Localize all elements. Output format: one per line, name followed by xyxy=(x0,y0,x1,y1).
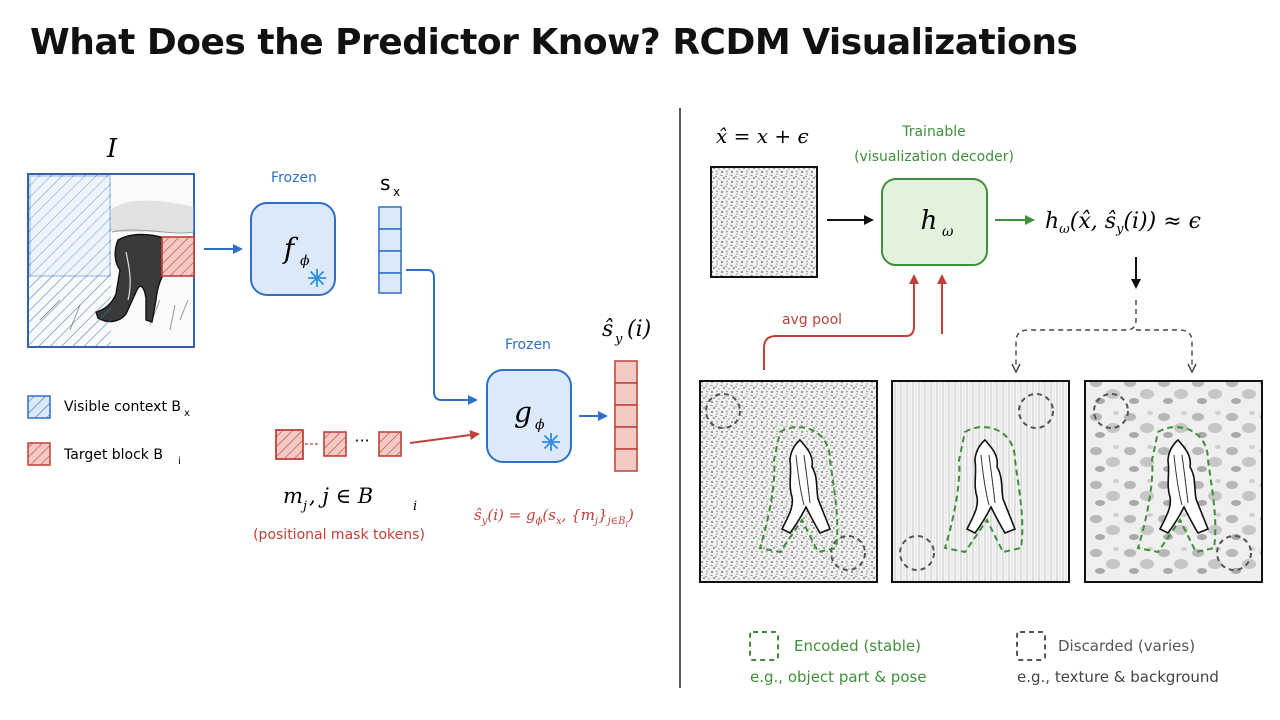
noisy-input-label: x̂ = x + ϵ xyxy=(716,124,809,148)
legend-discarded: Discarded (varies) e.g., texture & backg… xyxy=(1016,631,1219,686)
input-image xyxy=(27,173,195,348)
image-label: I xyxy=(106,134,118,164)
svg-text:Encoded (stable): Encoded (stable) xyxy=(794,637,921,655)
svg-text:ϕ: ϕ xyxy=(300,253,310,269)
noisy-input-image xyxy=(710,166,818,278)
decoder-output-formula: hω(x̂, ŝy(i)) ≈ ϵ xyxy=(1045,209,1201,237)
context-embedding-label: s xyxy=(380,171,390,195)
predictor-symbol: g xyxy=(514,396,532,429)
legend-target-block: Target block B i xyxy=(27,442,181,467)
arrow-context-to-predictor xyxy=(406,269,478,405)
avg-pool-label: avg pool xyxy=(782,312,842,328)
svg-text:x: x xyxy=(393,185,400,199)
mask-token-math: m xyxy=(283,484,303,508)
svg-text:ϕ: ϕ xyxy=(535,417,545,433)
sample-image xyxy=(1084,380,1263,583)
frozen-label-predictor: Frozen xyxy=(505,337,551,353)
avg-pool-arrow xyxy=(763,274,919,370)
mask-token-caption: (positional mask tokens) xyxy=(253,527,425,543)
svg-text:e.g., object part & pose: e.g., object part & pose xyxy=(750,668,927,686)
svg-text:j: j xyxy=(300,499,307,514)
legend-encoded: Encoded (stable) e.g., object part & pos… xyxy=(749,631,927,686)
svg-text:e.g., texture & background: e.g., texture & background xyxy=(1017,668,1219,686)
predicted-embedding-stack xyxy=(614,360,638,472)
trainable-label: Trainable xyxy=(901,124,966,140)
svg-text:ω: ω xyxy=(942,224,954,240)
decoder-box xyxy=(881,178,988,266)
frozen-label-encoder: Frozen xyxy=(271,170,317,186)
svg-text:Target block B: Target block B xyxy=(63,447,163,463)
sample-image xyxy=(699,380,878,583)
predictor-box xyxy=(486,369,572,463)
snowflake-icon xyxy=(308,269,326,287)
predictor-formula: ŝy(i) = gϕ(sx, {mj}j∈Bi) xyxy=(474,506,634,529)
svg-text:i: i xyxy=(178,456,181,467)
svg-text:y: y xyxy=(614,332,623,347)
svg-text:i: i xyxy=(413,499,417,514)
page-title: What Does the Predictor Know? RCDM Visua… xyxy=(30,22,1078,63)
svg-text:Discarded (varies): Discarded (varies) xyxy=(1058,637,1195,655)
svg-text:Visible context B: Visible context B xyxy=(64,399,181,415)
legend-visible-context: Visible context B x xyxy=(27,395,190,419)
svg-text:x: x xyxy=(184,408,190,419)
svg-text:···: ··· xyxy=(354,431,369,450)
trainable-caption: (visualization decoder) xyxy=(854,149,1014,165)
svg-text:(i): (i) xyxy=(627,317,651,342)
encoder-box xyxy=(250,202,336,296)
snowflake-icon xyxy=(542,433,560,451)
mask-token-row: ··· xyxy=(275,429,402,460)
predicted-embedding-label: ŝ xyxy=(602,317,613,342)
context-embedding-stack xyxy=(378,206,402,294)
svg-text:, j ∈ B: , j ∈ B xyxy=(309,484,373,508)
sample-image xyxy=(891,380,1070,583)
arrow-mask-to-predictor xyxy=(409,430,480,444)
branch-dashed-arrows xyxy=(1015,300,1193,368)
decoder-symbol: h xyxy=(921,206,938,236)
